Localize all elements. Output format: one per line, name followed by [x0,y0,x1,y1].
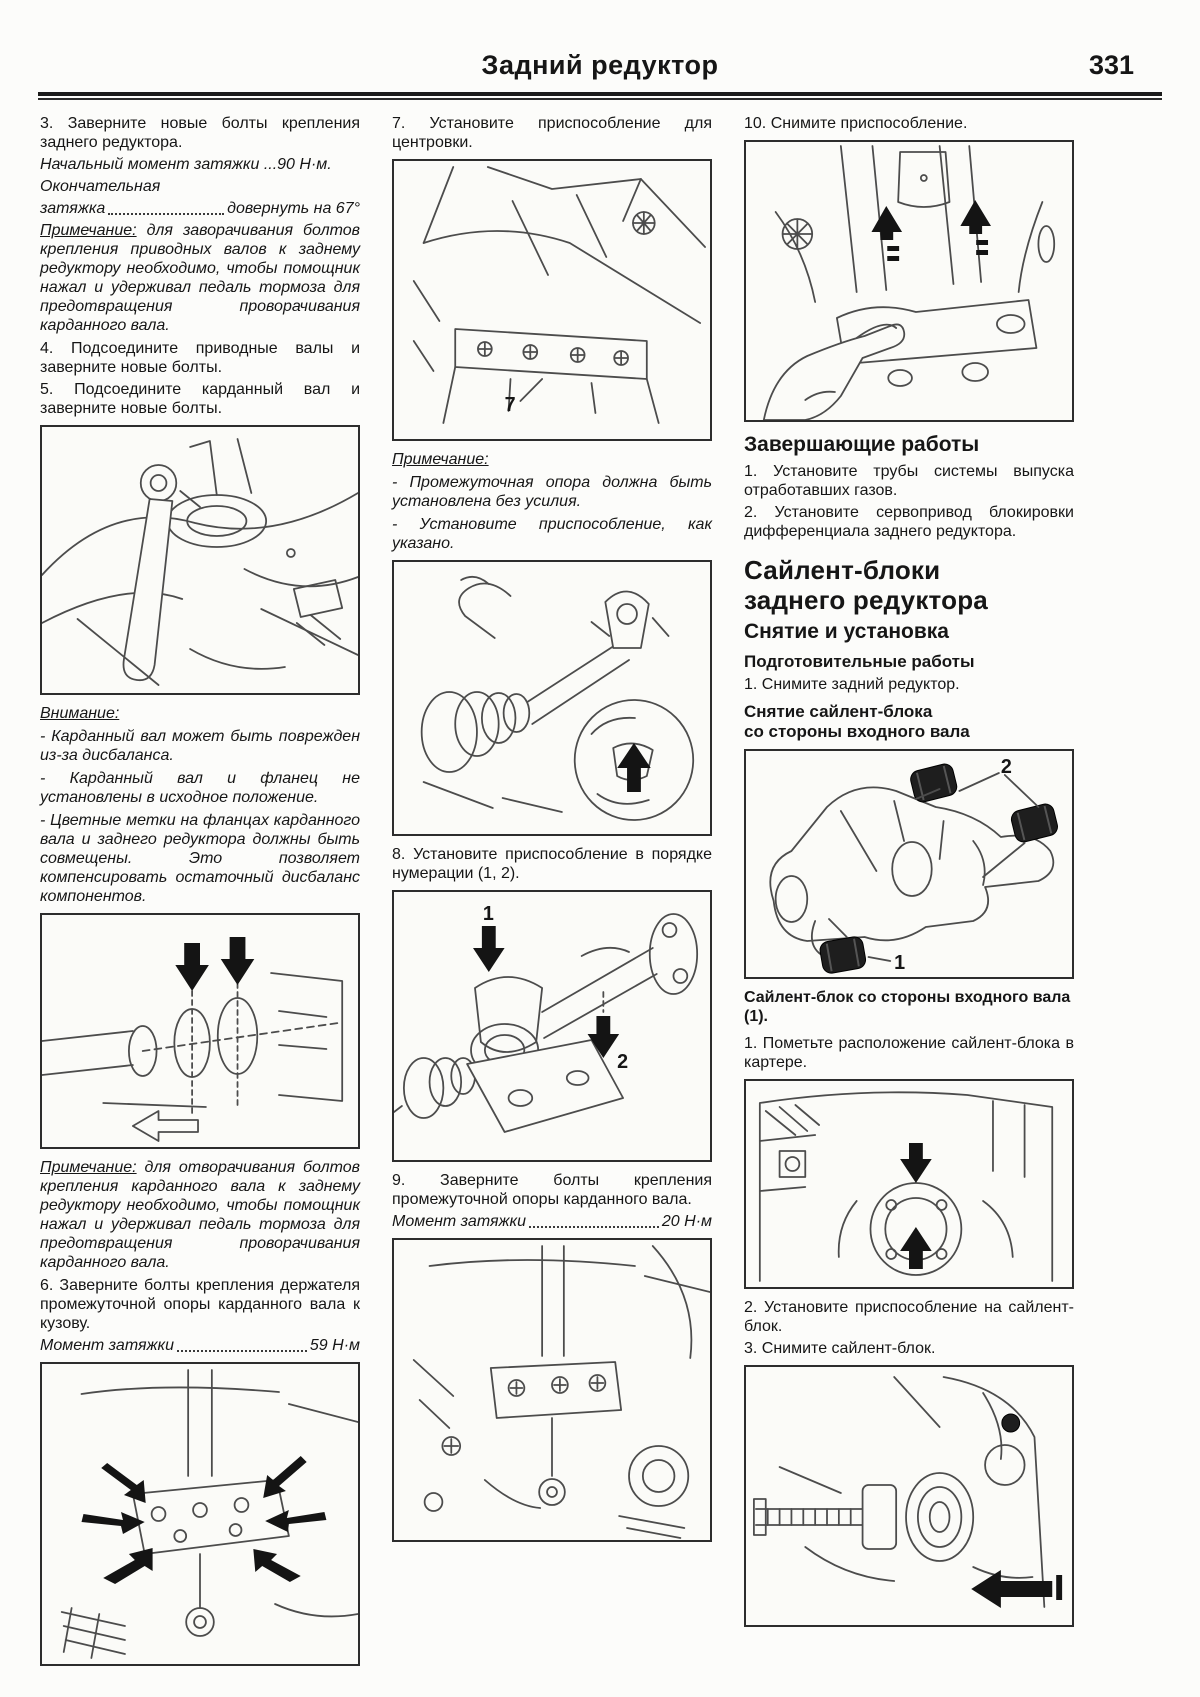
leader-dots [528,1226,659,1228]
figure-tool-order-1-2: 1 2 [392,890,712,1162]
step-4: 4. Подсоедините приводные валы и заверни… [40,340,360,376]
warning-item-1: - Карданный вал может быть поврежден из-… [40,728,360,764]
warning-label: Внимание: [40,705,120,722]
warning-label-line: Внимание: [40,704,360,723]
step-6: 6. Заверните болты крепления держателя п… [40,1277,360,1332]
step6-torque-label: Момент затяжки [40,1337,174,1354]
header-rule-thick [38,92,1162,96]
figure-driveshaft-flange-marks [40,913,360,1149]
page-number: 331 [1088,50,1134,80]
figure-underbody-bolts-arrows [40,1362,360,1666]
figure-centering-tool: 7 [392,159,712,441]
page-header: Задний редуктор 331 [0,0,1200,100]
mark-block-illustration [758,1091,1054,1282]
finishing-step-1: 1. Установите трубы системы выпуска отра… [744,463,1074,499]
step-9: 9. Заверните болты крепления промежуточн… [392,1172,712,1208]
step9-torque-value: 20 Н·м [661,1213,712,1230]
torque-initial: Начальный момент затяжки ...90 Н·м. [40,156,332,173]
warning-item-2: - Карданный вал и фланец не установлены … [40,770,360,806]
final-torque-line: затяжка довернуть на 67° [40,199,360,218]
final-label: Окончательная [40,178,161,195]
figure-label-7: 7 [505,394,516,416]
final-torque-value: довернуть на 67° [227,200,360,217]
figure-differential-silent-blocks: 2 1 [744,749,1074,979]
step-2b: 2. Установите приспособление на сайлент-… [744,1299,1074,1335]
step9-torque-label: Момент затяжки [392,1213,526,1230]
figure-mark-silent-block [744,1079,1074,1289]
step6-torque-value: 59 Н·м [309,1337,360,1354]
prep-heading: Подготовительные работы [744,652,975,671]
note-1-text: для заворачивания болтов крепления приво… [40,222,360,334]
step-10: 10. Снимите приспособление. [744,115,968,132]
final-torque-label: затяжка [40,200,106,217]
center-bearing-illustration [412,1245,710,1539]
step6-torque-line: Момент затяжки 59 Н·м [40,1336,360,1355]
figure-label-1: 1 [483,903,494,925]
note-mid-item-2: - Установите приспособление, как указано… [392,516,712,552]
subsection-heading: Снятие и установка [744,620,949,643]
section-heading-line1: Сайлент-блоки [744,555,941,585]
remove-tool-illustration [762,145,1056,420]
figure-center-bearing-underbody [392,1238,712,1542]
step-5: 5. Подсоедините карданный вал и завернит… [40,381,360,417]
figure-label-block2: 2 [1001,756,1012,778]
note-2-label: Примечание: [40,1159,137,1176]
step-7: 7. Установите приспособление для центров… [392,115,712,151]
warning-item-3: - Цветные метки на фланцах карданного ва… [40,812,360,905]
prep-step-1: 1. Снимите задний редуктор. [744,676,960,693]
figure-remove-tool-arrows [744,140,1074,422]
flange-marks-illustration [42,937,344,1142]
header-rule-thin [38,98,1162,100]
centering-tool-illustration: 7 [412,166,706,424]
note-1: Примечание: для заворачивания болтов кре… [40,221,360,335]
underbody-arrows-illustration [60,1369,358,1659]
note-2-text: для отворачивания болтов крепления карда… [40,1159,360,1271]
leader-dots [108,213,225,215]
note-2: Примечание: для отворачивания болтов кре… [40,1158,360,1272]
column-middle: 7. Установите приспособление для центров… [392,114,712,1675]
note-mid-item-1: - Промежуточная опора должна быть устано… [392,474,712,510]
removal-heading-line2: со стороны входного вала [744,722,970,741]
driveshaft-joint-illustration [420,575,695,821]
figure-label-block1: 1 [894,952,905,974]
section-heading-line2: заднего редуктора [744,585,988,615]
figure-driveshaft-joint-inset [392,560,712,836]
column-right: 10. Снимите приспособление. [744,114,1074,1675]
tool-order-illustration: 1 2 [394,903,699,1133]
silent-blocks-illustration: 2 1 [769,756,1058,974]
press-out-illustration [753,1376,1063,1608]
leader-dots [176,1350,307,1352]
page-title: Задний редуктор [481,50,719,80]
step-3: 3. Заверните новые болты крепления задне… [40,115,360,151]
ratchet-differential-illustration [42,438,358,686]
removal-heading-line1: Снятие сайлент-блока [744,702,933,721]
finishing-heading: Завершающие работы [744,433,980,456]
figure-label-2: 2 [617,1051,628,1073]
figure-ratchet-on-differential [40,425,360,695]
note-mid-label-line: Примечание: [392,450,712,469]
step-8: 8. Установите приспособление в порядке н… [392,846,712,882]
step9-torque-line: Момент затяжки 20 Н·м [392,1212,712,1231]
finishing-step-2: 2. Установите сервопривод блокировки диф… [744,504,1074,540]
figure-caption: Сайлент-блок со стороны входного вала (1… [744,989,1071,1025]
column-left: 3. Заверните новые болты крепления задне… [40,114,360,1675]
note-1-label: Примечание: [40,222,137,239]
figure-press-out-silent-block [744,1365,1074,1627]
step-3b: 3. Снимите сайлент-блок. [744,1340,936,1357]
note-mid-label: Примечание: [392,451,489,468]
content-columns: 3. Заверните новые болты крепления задне… [0,100,1200,1675]
step-1b: 1. Пометьте расположение сайлент-блока в… [744,1035,1074,1071]
